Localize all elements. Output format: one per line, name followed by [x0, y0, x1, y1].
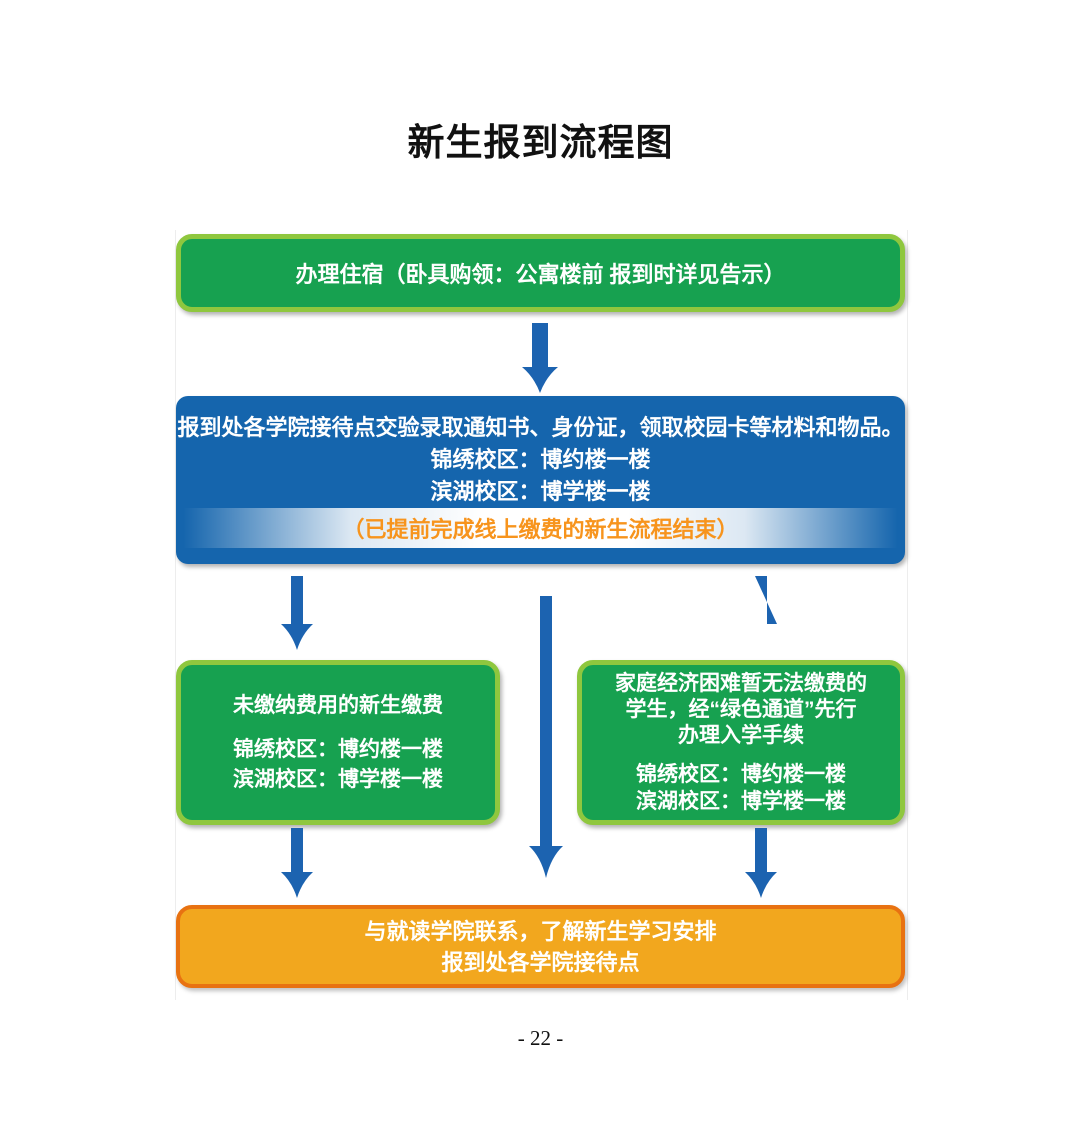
step-checkin-line3: 滨湖校区：博学楼一楼: [430, 479, 651, 504]
step-payment-line2: 锦绣校区：博约楼一楼: [233, 737, 443, 761]
down-arrow-icon: [281, 576, 313, 650]
step-checkin-line1: 报到处各学院接待点交验录取通知书、身份证，领取校园卡等材料和物品。: [177, 415, 904, 440]
step-housing-box: 办理住宿（卧具购领：公寓楼前 报到时详见告示）: [176, 234, 905, 312]
online-payment-note-band: （已提前完成线上缴费的新生流程结束）: [176, 508, 905, 548]
step-college-contact-line2: 报到处各学院接待点: [441, 949, 640, 975]
step-payment-box: 未缴纳费用的新生缴费 锦绣校区：博约楼一楼 滨湖校区：博学楼一楼: [176, 660, 500, 825]
step-green-channel-line3: 办理入学手续: [678, 723, 804, 747]
step-green-channel-line5: 滨湖校区：博学楼一楼: [636, 789, 846, 813]
step-payment-line3: 滨湖校区：博学楼一楼: [233, 767, 443, 791]
step-green-channel-line2: 学生，经“绿色通道”先行: [625, 697, 857, 721]
step-housing-text: 办理住宿（卧具购领：公寓楼前 报到时详见告示）: [295, 262, 786, 287]
page-number: - 22 -: [517, 1026, 564, 1050]
flowchart-canvas: [175, 230, 908, 1000]
down-arrow-icon: [745, 828, 777, 898]
step-green-channel-campus: 锦绣校区：博约楼一楼 滨湖校区：博学楼一楼: [636, 761, 846, 815]
step-green-channel-box: 家庭经济困难暂无法缴费的 学生，经“绿色通道”先行 办理入学手续 锦绣校区：博约…: [577, 660, 905, 825]
step-green-channel-line1: 家庭经济困难暂无法缴费的: [615, 671, 867, 695]
step-checkin-text: 报到处各学院接待点交验录取通知书、身份证，领取校园卡等材料和物品。 锦绣校区：博…: [177, 412, 903, 508]
online-payment-note-text: （已提前完成线上缴费的新生流程结束）: [342, 517, 739, 542]
step-college-contact-box: 与就读学院联系，了解新生学习安排 报到处各学院接待点: [176, 905, 905, 988]
down-arrow-icon: [755, 576, 777, 624]
step-green-channel-paragraph: 家庭经济困难暂无法缴费的 学生，经“绿色通道”先行 办理入学手续: [615, 671, 867, 749]
down-arrow-icon: [522, 323, 558, 393]
down-arrow-long-icon: [529, 596, 563, 878]
step-checkin-line2: 锦绣校区：博约楼一楼: [430, 447, 651, 472]
step-green-channel-line4: 锦绣校区：博约楼一楼: [636, 762, 846, 786]
step-college-contact-line1: 与就读学院联系，了解新生学习安排: [364, 918, 717, 944]
step-checkin-box: 报到处各学院接待点交验录取通知书、身份证，领取校园卡等材料和物品。 锦绣校区：博…: [176, 396, 905, 564]
step-payment-line1: 未缴纳费用的新生缴费: [233, 693, 443, 717]
down-arrow-icon: [281, 828, 313, 898]
page-title: 新生报到流程图: [407, 123, 674, 164]
